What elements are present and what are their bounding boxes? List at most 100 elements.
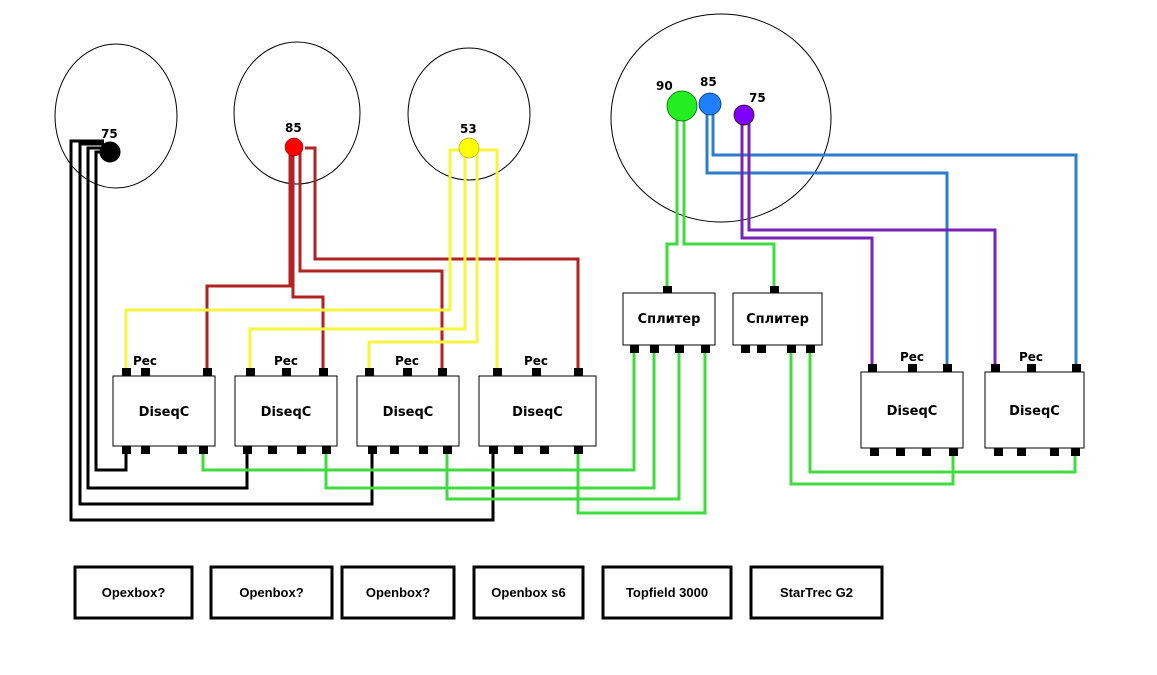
lnb-input-port [282, 368, 291, 376]
lnb-input-port [203, 368, 212, 376]
lnb-dish3-53 [458, 137, 480, 159]
receiver-box [73, 565, 194, 620]
output-port [994, 448, 1003, 456]
output-port [122, 446, 131, 454]
output-port [178, 446, 187, 454]
lnb-input-port [991, 364, 1000, 372]
output-port [322, 446, 331, 454]
receiver-box [749, 565, 884, 620]
diseqc-label: DiseqC [383, 405, 434, 420]
receiver: StarTrec G2 [749, 565, 884, 620]
wire-yellow [367, 152, 479, 370]
wire-green [808, 350, 1077, 474]
wire-red [205, 150, 292, 370]
diseqc-body [860, 371, 964, 449]
wire-red [305, 146, 580, 370]
output-port [650, 345, 659, 353]
receiver: Topfield 3000 [601, 565, 733, 620]
output-port [949, 448, 958, 456]
receiver: Openbox? [340, 565, 456, 620]
wire-red [298, 150, 444, 370]
lnb-dish4-75 [733, 104, 755, 126]
output-port [630, 345, 639, 353]
lnb-input-port [574, 368, 583, 376]
receiver-box [601, 565, 733, 620]
input-port [770, 286, 779, 293]
wire-yellow [248, 150, 467, 370]
lnb-label: 75 [749, 91, 766, 105]
lnb-dish4-85 [698, 92, 722, 116]
lnb-label: 85 [285, 121, 302, 135]
output-port [514, 446, 523, 454]
output-port [297, 446, 306, 454]
wire-green [201, 350, 636, 472]
wire-green [445, 350, 681, 501]
output-port [741, 345, 750, 353]
output-port [243, 446, 252, 454]
lnb-label: 53 [460, 122, 477, 136]
diseqc-top-label: Рес [900, 350, 924, 364]
output-port [806, 345, 815, 353]
diseqc-switch: DiseqC Рес [478, 354, 597, 454]
receiver-label: Opexbox? [102, 585, 166, 600]
splitter-body [622, 292, 716, 346]
lnb-input-port [1072, 364, 1081, 372]
splitter-body [732, 292, 823, 346]
lnb-input-port [365, 368, 374, 376]
output-port [701, 345, 710, 353]
lnb-input-port [908, 364, 917, 372]
receiver-box [340, 565, 456, 620]
wire-green [682, 118, 776, 293]
output-port [443, 446, 452, 454]
output-port [390, 446, 399, 454]
wire-green [576, 350, 707, 515]
lnb-input-port [141, 368, 150, 376]
output-port [489, 446, 498, 454]
lnb-input-port [122, 368, 131, 376]
diseqc-top-label: Рес [133, 354, 157, 368]
output-port [896, 448, 905, 456]
diseqc-label: DiseqC [139, 405, 190, 420]
lnb-input-port [403, 368, 412, 376]
lnb-label: 90 [656, 79, 673, 93]
receiver-box [209, 565, 334, 620]
wire-green [789, 350, 955, 486]
wires-purple [740, 118, 997, 368]
input-port [663, 286, 672, 293]
dish-3-reflector [407, 47, 531, 181]
diseqc-body [984, 371, 1085, 449]
receiver-label: StarTrec G2 [780, 585, 853, 600]
lnb-dish1-75 [99, 141, 121, 163]
lnb-input-port [246, 368, 255, 376]
output-port [199, 446, 208, 454]
wire-purple [740, 118, 874, 368]
output-port [419, 446, 428, 454]
dish-2-reflector [233, 41, 361, 185]
output-port [1071, 448, 1080, 456]
diseqc-top-label: Рес [395, 354, 419, 368]
diseqc-label: DiseqC [512, 405, 563, 420]
receiver: Opexbox? [73, 565, 194, 620]
lnb-input-port [943, 364, 952, 372]
wires-black [69, 139, 495, 522]
lnb-label: 85 [700, 75, 717, 89]
diseqc-body [112, 375, 216, 447]
dish-1-reflector [54, 43, 178, 189]
receiver-label: Openbox s6 [491, 585, 565, 600]
receiver-box [472, 565, 585, 620]
diseqc-top-label: Рес [274, 354, 298, 368]
receiver-label: Openbox? [239, 585, 303, 600]
lnb-input-port [319, 368, 328, 376]
lnb-input-port [1027, 364, 1036, 372]
splitter-label: Сплитер [746, 312, 809, 327]
receiver: Openbox s6 [472, 565, 585, 620]
lnb-dish2-85 [284, 137, 304, 157]
wire-black [86, 146, 249, 490]
wire-purple [747, 118, 997, 368]
output-port [1050, 448, 1059, 456]
diseqc-top-label: Рес [524, 354, 548, 368]
receiver: Openbox? [209, 565, 334, 620]
